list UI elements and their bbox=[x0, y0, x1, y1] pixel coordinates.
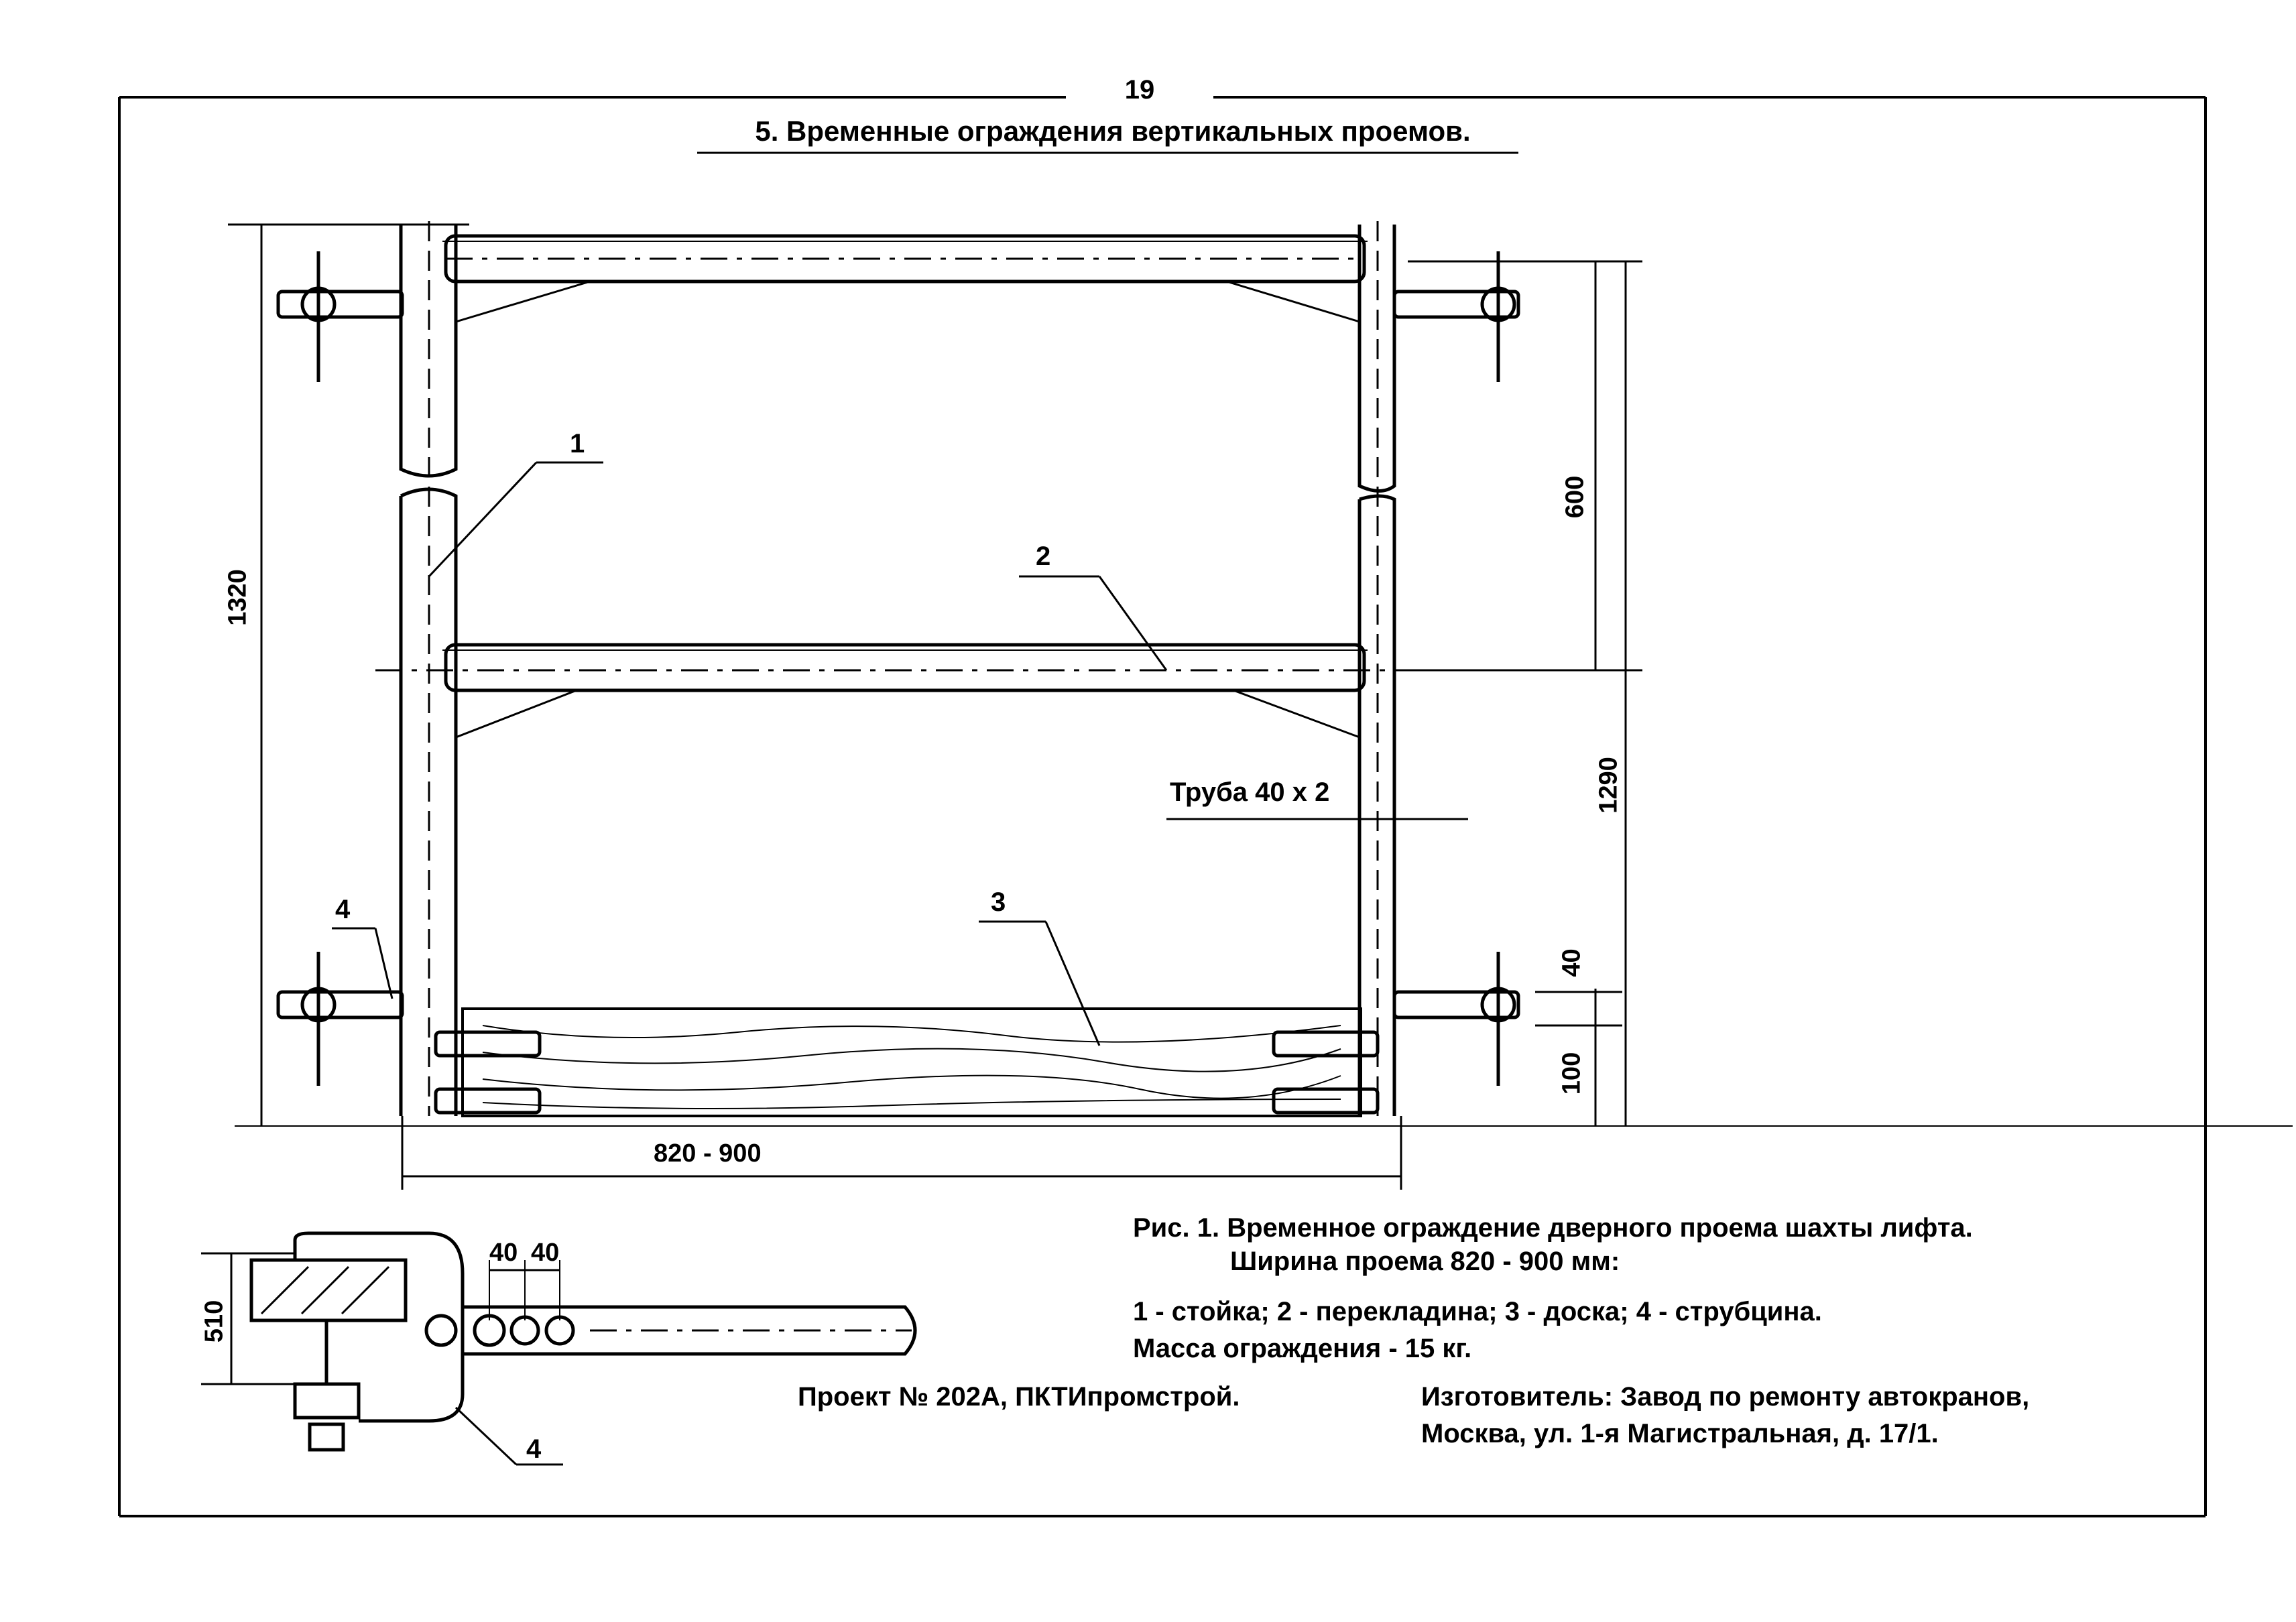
callout-2: 2 bbox=[1036, 542, 1051, 571]
dim-total-height: 1320 bbox=[223, 569, 252, 626]
clamp-detail bbox=[201, 1231, 917, 1466]
left-post bbox=[399, 221, 458, 1116]
brackets bbox=[455, 280, 1361, 739]
callout-3: 3 bbox=[991, 887, 1006, 917]
caption-legend: 1 - стойка; 2 - перекладина; 3 - доска; … bbox=[1133, 1297, 1822, 1326]
dim-lower-height: 1290 bbox=[1594, 757, 1623, 814]
dim-opening-width: 820 - 900 bbox=[654, 1139, 762, 1168]
detail-clamp-height: 510 bbox=[200, 1300, 229, 1343]
manufacturer-line1: Изготовитель: Завод по ремонту автокрано… bbox=[1421, 1382, 2030, 1412]
detail-callout-4: 4 bbox=[526, 1434, 542, 1464]
dim-upper-spacing: 600 bbox=[1561, 475, 1589, 519]
caption-mass: Масса ограждения - 15 кг. bbox=[1133, 1334, 1472, 1363]
dimension-lines bbox=[228, 223, 2293, 1190]
middle-crossbar bbox=[375, 643, 1475, 692]
caption-line2: Ширина проема 820 - 900 мм: bbox=[1230, 1247, 1620, 1276]
board bbox=[434, 1007, 1380, 1117]
clamps bbox=[276, 251, 1520, 1086]
top-crossbar bbox=[442, 234, 1368, 284]
dim-clamp-offset: 40 bbox=[1557, 948, 1586, 977]
caption-line1: Рис. 1. Временное ограждение дверного пр… bbox=[1133, 1213, 1973, 1243]
callout-leaders bbox=[332, 461, 1168, 1046]
callout-1: 1 bbox=[570, 429, 585, 458]
dim-board-height: 100 bbox=[1557, 1052, 1586, 1095]
section-title: 5. Временные ограждения вертикальных про… bbox=[755, 115, 1471, 147]
callout-4: 4 bbox=[335, 895, 351, 924]
manufacturer-line2: Москва, ул. 1-я Магистральная, д. 17/1. bbox=[1421, 1419, 1939, 1448]
pipe-label: Труба 40 х 2 bbox=[1170, 777, 1330, 807]
page-number: 19 bbox=[1124, 75, 1155, 105]
detail-hole-spacing-a: 40 bbox=[489, 1239, 518, 1267]
page-frame bbox=[118, 96, 2207, 1517]
detail-hole-spacing-b: 40 bbox=[531, 1239, 560, 1267]
project-info: Проект № 202А, ПКТИпромстрой. bbox=[798, 1382, 1240, 1412]
